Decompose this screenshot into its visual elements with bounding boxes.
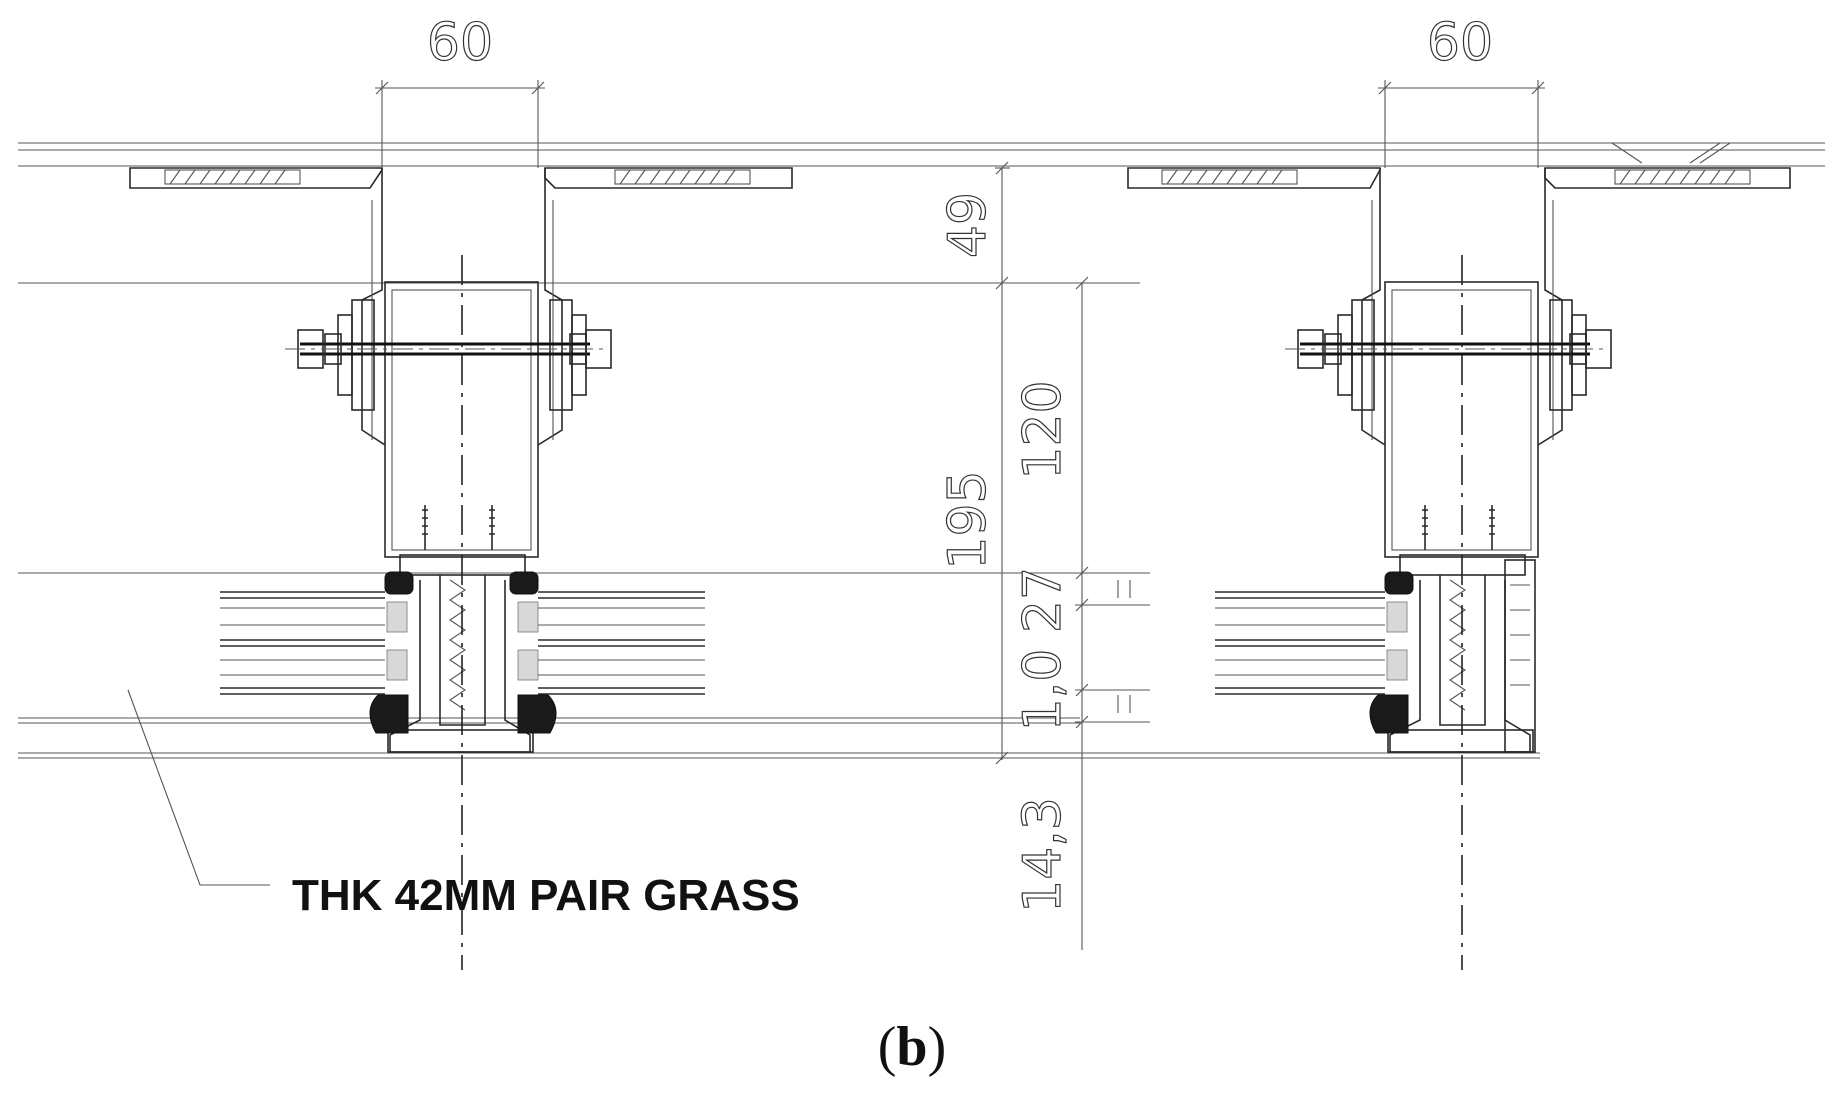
reference-lines bbox=[18, 142, 1825, 759]
dimension-195: 195 bbox=[938, 470, 998, 569]
caption-open-paren: ( bbox=[878, 1016, 897, 1078]
vertical-dimension-chain bbox=[995, 161, 1150, 950]
dimension-14-3: 14,3 bbox=[1013, 797, 1073, 913]
left-width-dimension: 60 bbox=[427, 13, 493, 73]
glass-note: THK 42MM PAIR GRASS bbox=[292, 871, 800, 920]
figure-caption: (b) bbox=[878, 1016, 946, 1078]
right-width-dimension: 60 bbox=[1427, 13, 1493, 73]
dimension-27: 27 bbox=[1013, 567, 1073, 633]
dimension-1-0: 1,0 bbox=[1013, 649, 1073, 732]
right-top-dimension bbox=[1378, 80, 1545, 168]
left-top-dimension bbox=[375, 80, 545, 168]
note-leader-line bbox=[127, 689, 270, 886]
dimension-49: 49 bbox=[938, 192, 998, 258]
right-mullion-assembly bbox=[1127, 142, 1791, 970]
dimension-120: 120 bbox=[1013, 380, 1073, 479]
caption-close-paren: ) bbox=[928, 1016, 947, 1078]
left-mullion-assembly bbox=[129, 167, 793, 970]
caption-letter: b bbox=[896, 1016, 927, 1078]
